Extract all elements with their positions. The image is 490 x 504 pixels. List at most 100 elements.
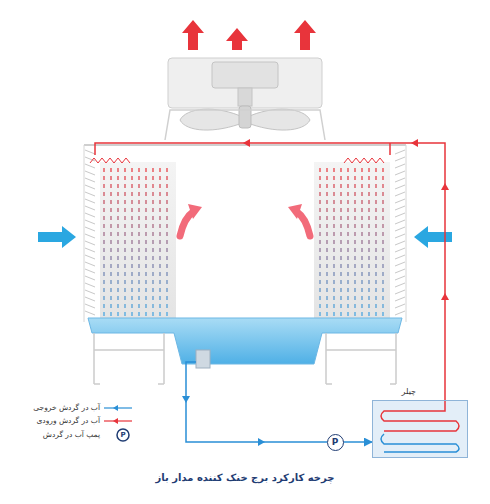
water-droplets xyxy=(110,200,111,204)
water-droplets xyxy=(354,248,355,252)
pump-circle: P xyxy=(327,434,344,451)
water-droplets xyxy=(110,272,111,276)
water-droplets xyxy=(159,168,160,172)
tower-frame xyxy=(84,145,406,322)
water-droplets xyxy=(159,296,160,300)
water-droplets xyxy=(159,216,160,220)
water-droplets xyxy=(166,248,167,252)
water-droplets xyxy=(382,216,383,220)
water-droplets xyxy=(138,176,139,180)
water-droplets xyxy=(138,168,139,172)
water-droplets xyxy=(368,224,369,228)
water-droplets xyxy=(159,184,160,188)
tower-frame xyxy=(85,185,95,189)
water-droplets xyxy=(103,256,104,260)
water-droplets xyxy=(145,232,146,236)
tower-frame xyxy=(395,304,405,308)
legend-entry: آب در گردش خروجی xyxy=(33,404,100,412)
water-droplets xyxy=(124,312,125,316)
exhaust-arrows xyxy=(182,20,204,50)
water-droplets xyxy=(382,304,383,308)
tower-frame xyxy=(314,162,390,318)
tower-frame xyxy=(395,150,405,154)
water-droplets xyxy=(340,224,341,228)
water-droplets xyxy=(159,272,160,276)
tower-frame xyxy=(395,234,405,238)
water-droplets xyxy=(319,296,320,300)
water-droplets xyxy=(368,256,369,260)
tower-legs xyxy=(326,333,396,384)
water-droplets xyxy=(117,304,118,308)
water-droplets xyxy=(340,312,341,316)
water-droplets xyxy=(138,240,139,244)
tower-frame xyxy=(395,283,405,287)
water-droplets xyxy=(333,264,334,268)
tower-frame xyxy=(395,297,405,301)
water-droplets xyxy=(340,192,341,196)
water-droplets xyxy=(145,296,146,300)
legend-samples xyxy=(113,418,118,424)
water-droplets xyxy=(103,288,104,292)
water-droplets xyxy=(124,264,125,268)
water-droplets xyxy=(110,288,111,292)
water-droplets xyxy=(340,176,341,180)
water-droplets xyxy=(361,192,362,196)
water-droplets xyxy=(333,208,334,212)
flow-arrows xyxy=(411,139,418,147)
tower-frame xyxy=(395,171,405,175)
water-droplets xyxy=(361,248,362,252)
water-droplets xyxy=(333,296,334,300)
water-droplets xyxy=(340,248,341,252)
water-droplets xyxy=(333,200,334,204)
water-droplets xyxy=(145,216,146,220)
water-droplets xyxy=(117,184,118,188)
tower-frame xyxy=(395,276,405,280)
legend-samples xyxy=(113,405,118,411)
water-droplets xyxy=(166,168,167,172)
water-droplets xyxy=(382,176,383,180)
water-droplets xyxy=(375,296,376,300)
water-droplets xyxy=(110,296,111,300)
water-droplets xyxy=(347,256,348,260)
water-droplets xyxy=(145,288,146,292)
water-droplets xyxy=(152,240,153,244)
tower-frame xyxy=(85,227,95,231)
hot-water-pipe xyxy=(389,143,391,155)
tower-frame xyxy=(395,311,405,315)
water-droplets xyxy=(103,192,104,196)
water-droplets xyxy=(347,232,348,236)
water-droplets xyxy=(166,312,167,316)
water-droplets xyxy=(347,304,348,308)
water-droplets xyxy=(145,192,146,196)
water-droplets xyxy=(375,272,376,276)
tower-frame xyxy=(85,248,95,252)
water-droplets xyxy=(347,224,348,228)
water-droplets xyxy=(375,208,376,212)
water-droplets xyxy=(159,240,160,244)
water-droplets xyxy=(131,192,132,196)
water-droplets xyxy=(124,168,125,172)
water-droplets xyxy=(347,296,348,300)
water-droplets xyxy=(103,264,104,268)
water-droplets xyxy=(152,176,153,180)
tower-frame xyxy=(85,269,95,273)
water-droplets xyxy=(110,216,111,220)
water-droplets xyxy=(319,256,320,260)
water-droplets xyxy=(124,240,125,244)
water-droplets xyxy=(375,288,376,292)
cold-water-pipe xyxy=(186,362,327,442)
water-droplets xyxy=(124,280,125,284)
water-droplets xyxy=(138,272,139,276)
water-droplets xyxy=(382,240,383,244)
water-droplets xyxy=(117,168,118,172)
flow-arrows xyxy=(441,183,449,190)
water-droplets xyxy=(333,240,334,244)
water-droplets xyxy=(319,248,320,252)
water-droplets xyxy=(354,224,355,228)
tower-frame xyxy=(85,171,95,175)
water-droplets xyxy=(340,216,341,220)
water-droplets xyxy=(354,168,355,172)
water-droplets xyxy=(319,176,320,180)
